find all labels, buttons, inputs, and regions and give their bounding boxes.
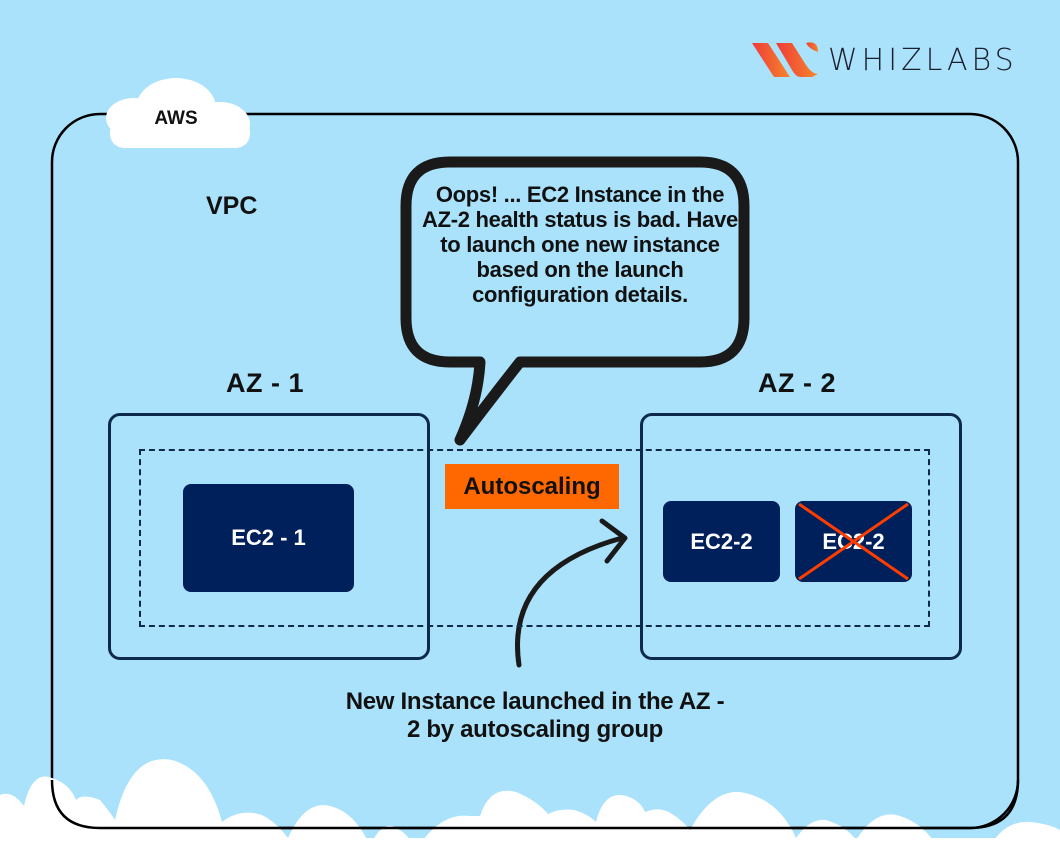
ec2-instance-2-new: EC2-2 <box>663 501 780 582</box>
caption-text: New Instance launched in the AZ - 2 by a… <box>345 688 725 743</box>
az2-label: AZ - 2 <box>758 368 837 398</box>
launch-arrow <box>515 535 625 668</box>
autoscaling-label: Autoscaling <box>463 472 601 500</box>
ec2-instance-1-label: EC2 - 1 <box>231 525 306 550</box>
aws-boundary-bottom <box>50 779 1020 830</box>
az1-label: AZ - 1 <box>226 368 305 398</box>
az1-box <box>108 413 430 660</box>
ec2-instance-1: EC2 - 1 <box>183 484 354 592</box>
brand-name: WHIZLABS <box>828 43 1018 78</box>
az2-box <box>640 413 962 660</box>
cross-mark-icon <box>798 502 909 581</box>
speech-bubble-text: Oops! ... EC2 Instance in the AZ-2 healt… <box>422 182 738 307</box>
arrow-head-icon <box>599 518 628 564</box>
whizlabs-logo-icon <box>752 42 818 77</box>
autoscaling-group-boundary <box>139 449 930 627</box>
speech-bubble <box>400 156 750 446</box>
bottom-clouds <box>0 759 1060 860</box>
vpc-label: VPC <box>206 192 258 220</box>
aws-label: AWS <box>154 108 198 129</box>
ec2-instance-2-new-label: EC2-2 <box>690 528 753 554</box>
aws-cloud-icon <box>106 78 250 148</box>
autoscaling-tag: Autoscaling <box>445 464 619 509</box>
